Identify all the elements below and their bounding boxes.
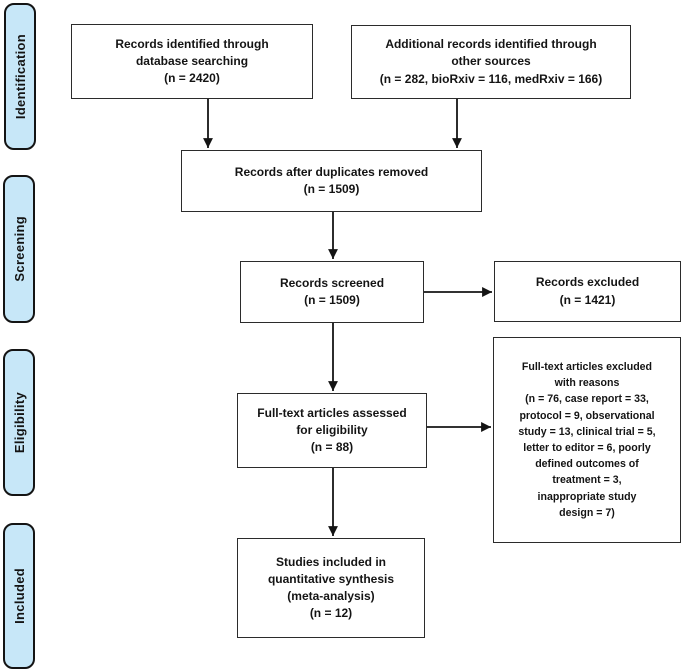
box-fulltext-excluded: Full-text articles excluded with reasons… xyxy=(493,337,681,543)
box-records-identified: Records identified through database sear… xyxy=(71,24,313,99)
box-fulltext-assessed: Full-text articles assessed for eligibil… xyxy=(237,393,427,468)
stage-included-label: Included xyxy=(11,568,27,624)
box-after-duplicates-removed: Records after duplicates removed (n = 15… xyxy=(181,150,482,212)
stage-identification-label: Identification xyxy=(12,33,28,120)
box-additional-records: Additional records identified through ot… xyxy=(351,25,631,99)
stage-screening-label: Screening xyxy=(11,216,27,282)
box-records-excluded: Records excluded (n = 1421) xyxy=(494,261,681,322)
stage-screening: Screening xyxy=(3,175,35,323)
stage-eligibility: Eligibility xyxy=(3,349,35,496)
box-studies-included: Studies included in quantitative synthes… xyxy=(237,538,425,638)
stage-eligibility-label: Eligibility xyxy=(11,391,27,454)
stage-included: Included xyxy=(3,523,35,669)
box-records-screened: Records screened (n = 1509) xyxy=(240,261,424,323)
stage-identification: Identification xyxy=(4,3,36,150)
